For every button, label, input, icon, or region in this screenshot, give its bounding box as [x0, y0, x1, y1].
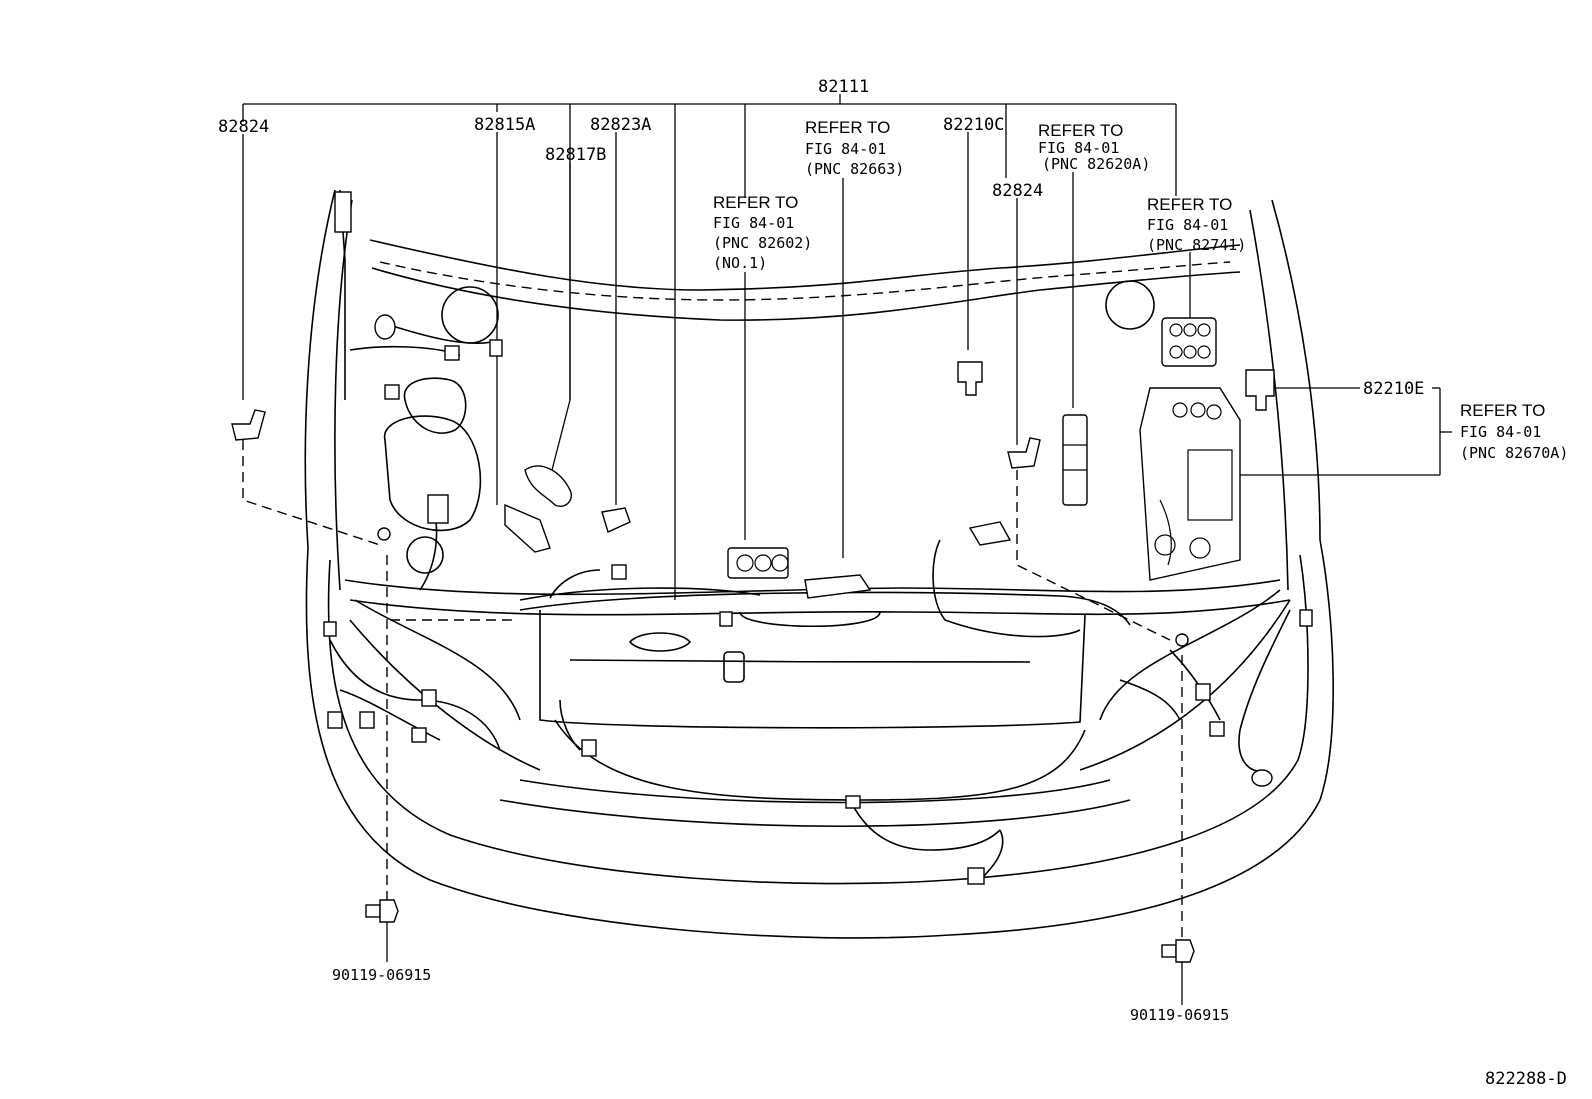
note-ref-82663: REFER TO FIG 84-01 (PNC 82663)	[805, 118, 904, 178]
label-82824-right: 82824	[992, 181, 1043, 201]
label-bolt-left: 90119-06915	[332, 966, 431, 984]
svg-text:FIG 84-01: FIG 84-01	[1460, 423, 1541, 441]
label-82815a: 82815A	[474, 115, 535, 135]
label-82111: 82111	[818, 77, 869, 97]
svg-text:REFER TO: REFER TO	[805, 118, 890, 137]
engine-bay-components	[329, 189, 1291, 881]
note-ref-82602: REFER TO FIG 84-01 (PNC 82602) (NO.1)	[713, 193, 812, 272]
svg-text:(PNC 82663): (PNC 82663)	[805, 160, 904, 178]
svg-text:REFER TO: REFER TO	[1147, 195, 1232, 214]
svg-text:FIG 84-01: FIG 84-01	[1038, 139, 1119, 157]
label-82210c: 82210C	[943, 115, 1004, 135]
bolt-right	[1161, 939, 1195, 963]
svg-text:REFER TO: REFER TO	[1460, 401, 1545, 420]
leader-lines	[242, 94, 1452, 1005]
svg-text:FIG 84-01: FIG 84-01	[1147, 216, 1228, 234]
svg-text:(PNC 82620A): (PNC 82620A)	[1042, 155, 1150, 173]
car-body-outline	[304, 189, 1334, 939]
svg-text:(NO.1): (NO.1)	[713, 254, 767, 272]
svg-text:(PNC 82602): (PNC 82602)	[713, 234, 812, 252]
figure-code: 822288-D	[1485, 1069, 1567, 1089]
bolt-left	[365, 899, 399, 923]
label-82817b: 82817B	[545, 145, 606, 165]
note-ref-82620a: REFER TO FIG 84-01 (PNC 82620A)	[1038, 121, 1150, 173]
svg-text:REFER TO: REFER TO	[1038, 121, 1123, 140]
svg-text:(PNC 82670A): (PNC 82670A)	[1460, 444, 1568, 462]
svg-text:REFER TO: REFER TO	[713, 193, 798, 212]
label-bolt-right: 90119-06915	[1130, 1006, 1229, 1024]
note-ref-82670a: REFER TO FIG 84-01 (PNC 82670A)	[1460, 401, 1568, 462]
dashed-leaders	[242, 440, 1183, 945]
svg-text:FIG 84-01: FIG 84-01	[805, 140, 886, 158]
label-82824-left: 82824	[218, 117, 269, 137]
svg-text:(PNC 82741): (PNC 82741)	[1147, 236, 1246, 254]
svg-text:FIG 84-01: FIG 84-01	[713, 214, 794, 232]
note-ref-82741: REFER TO FIG 84-01 (PNC 82741)	[1147, 195, 1246, 254]
connectors	[231, 314, 1313, 885]
label-82210e: 82210E	[1363, 379, 1424, 399]
labels: 82111 82824 82815A 82823A 82817B 82210C …	[218, 77, 1567, 1089]
label-82823a: 82823A	[590, 115, 651, 135]
